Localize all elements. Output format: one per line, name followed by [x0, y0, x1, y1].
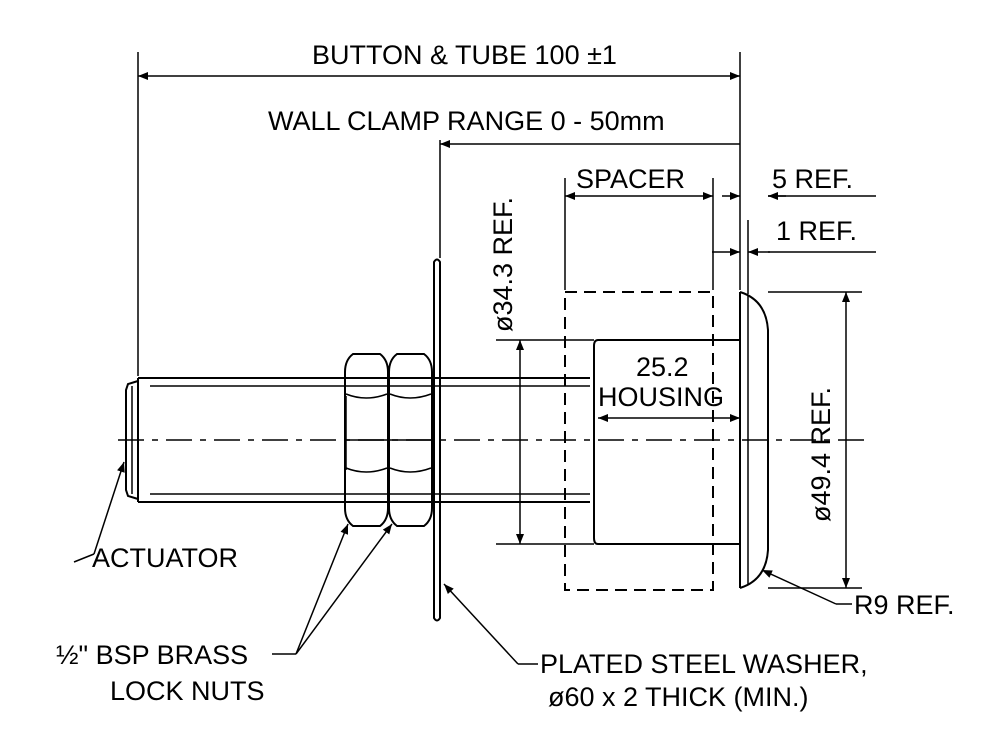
label-housing-value: 25.2 — [636, 352, 689, 382]
washer-shape — [433, 258, 441, 622]
label-washer-2: ø60 x 2 THICK (MIN.) — [548, 682, 809, 712]
label-five-ref: 5 REF. — [772, 164, 853, 194]
housing-shape — [593, 339, 741, 545]
label-lock-nuts-2: LOCK NUTS — [110, 676, 265, 706]
label-washer-1: PLATED STEEL WASHER, — [540, 649, 868, 679]
label-lock-nuts-1: ½" BSP BRASS — [56, 640, 248, 670]
label-dia-34: ø34.3 REF. — [488, 197, 518, 332]
label-actuator: ACTUATOR — [92, 543, 238, 573]
label-wall-clamp: WALL CLAMP RANGE 0 - 50mm — [268, 106, 665, 136]
label-button-tube: BUTTON & TUBE 100 ±1 — [312, 40, 617, 70]
button-cap — [739, 291, 769, 589]
leader-actuator — [73, 461, 125, 563]
lock-nut-right — [388, 353, 433, 527]
leader-lock-nuts — [272, 523, 393, 655]
label-spacer: SPACER — [576, 164, 685, 194]
spacer-outline — [564, 291, 714, 591]
label-r9: R9 REF. — [854, 590, 955, 620]
leader-washer — [443, 583, 538, 665]
leader-r9 — [761, 569, 852, 605]
label-housing: HOUSING — [598, 382, 724, 412]
label-one-ref: 1 REF. — [776, 216, 857, 246]
lock-nut-left — [344, 353, 389, 527]
label-dia-49: ø49.4 REF. — [806, 387, 836, 522]
actuator-shape — [125, 380, 139, 500]
